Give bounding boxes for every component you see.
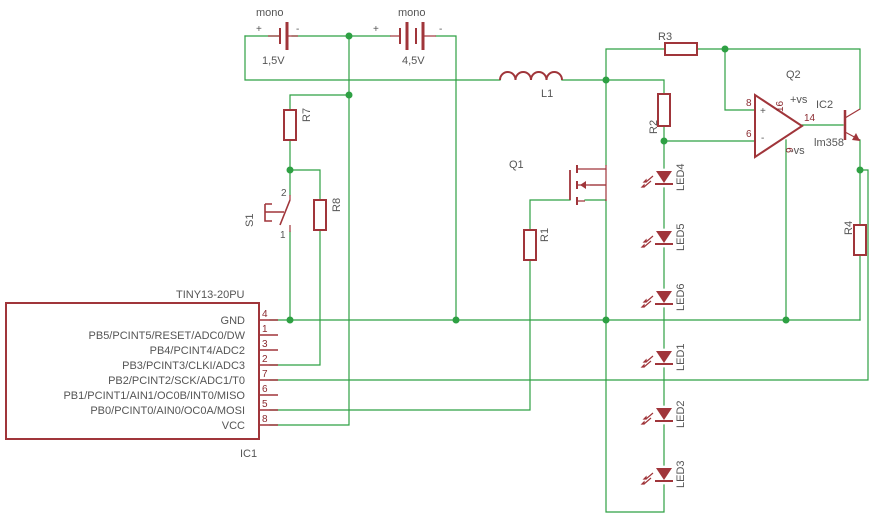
ic1-pin: PB4/PCINT4/ADC2 3 <box>150 339 278 357</box>
opamp-ic2: + - 8 6 14 16 9 +vs -vs IC2 lm358 <box>746 93 844 159</box>
ic1-pin: PB5/PCINT5/RESET/ADC0/DW 1 <box>89 324 278 342</box>
led-label: LED1 <box>675 343 687 371</box>
led-led4: LED4 <box>640 163 687 191</box>
ic1-pin-number: 2 <box>262 354 268 365</box>
battery-2-value: 4,5V <box>402 55 425 67</box>
ic1-pin: VCC 8 <box>222 414 278 432</box>
battery-1-value: 1,5V <box>262 55 285 67</box>
battery-1-plus: + <box>256 24 262 35</box>
transistor-q2: Q2 <box>786 69 861 141</box>
led-label: LED4 <box>675 163 687 191</box>
led-label: LED3 <box>675 460 687 488</box>
mosfet-q1-label: Q1 <box>509 159 524 171</box>
ic1-pin-number: 4 <box>262 309 268 320</box>
opamp-plus-sign: + <box>760 106 766 117</box>
opamp-pin-plus: 8 <box>746 98 752 109</box>
ic1-name-label: IC1 <box>240 448 257 460</box>
opamp-pin-vs: 16 <box>775 100 786 112</box>
opamp-name: IC2 <box>816 99 833 111</box>
mosfet-q1: Q1 <box>509 159 607 205</box>
ic1-pin-label: PB3/PCINT3/CLKI/ADC3 <box>122 360 245 372</box>
ic1-pin: PB0/PCINT0/AIN0/OC0A/MOSI 5 <box>90 399 278 417</box>
resistor-r7-label: R7 <box>301 108 313 122</box>
ic1-pin-number: 6 <box>262 384 268 395</box>
resistor-r2: R2 <box>648 93 671 134</box>
ic1-part-label: TINY13-20PU <box>176 289 245 301</box>
ic1-pin: PB1/PCINT1/AIN1/OC0B/INT0/MISO 6 <box>63 384 278 402</box>
resistor-r1: R1 <box>523 228 551 261</box>
ic1-pin-label: PB0/PCINT0/AIN0/OC0A/MOSI <box>90 405 245 417</box>
ic1-pin: PB2/PCINT2/SCK/ADC1/T0 7 <box>108 369 278 387</box>
opamp-part: lm358 <box>814 137 844 149</box>
opamp-pin-out: 14 <box>804 113 816 124</box>
resistor-r4-label: R4 <box>843 221 855 235</box>
ic1-pin-number: 8 <box>262 414 268 425</box>
ic1-pin-label: PB1/PCINT1/AIN1/OC0B/INT0/MISO <box>63 390 245 402</box>
resistor-r2-label: R2 <box>648 120 660 134</box>
opamp-minus-sign: - <box>761 133 764 144</box>
ic1-pin-number: 5 <box>262 399 268 410</box>
led-led1: LED1 <box>640 343 687 371</box>
opamp-pin-gnd: 9 <box>785 147 796 153</box>
led-led2: LED2 <box>640 400 687 428</box>
led-label: LED5 <box>675 223 687 251</box>
led-led3: LED3 <box>640 460 687 488</box>
led-label: LED6 <box>675 283 687 311</box>
ic1-pin-number: 3 <box>262 339 268 350</box>
microcontroller-ic1: TINY13-20PU IC1 GND 4PB5/PCINT5/RESET/ADC… <box>5 289 278 460</box>
ic1-pin-number: 1 <box>262 324 268 335</box>
switch-s1-label: S1 <box>244 214 256 227</box>
opamp-vminus-label: -vs <box>790 145 805 157</box>
led-label: LED2 <box>675 400 687 428</box>
inductor-l1: L1 <box>499 71 563 100</box>
resistor-r1-label: R1 <box>539 228 551 242</box>
ic1-pin: PB3/PCINT3/CLKI/ADC3 2 <box>122 354 278 372</box>
led-led6: LED6 <box>640 283 687 311</box>
transistor-q2-label: Q2 <box>786 69 801 81</box>
junction-dots <box>286 32 864 324</box>
ic1-pin-label: PB5/PCINT5/RESET/ADC0/DW <box>89 330 246 342</box>
ic1-pin-label: VCC <box>222 420 245 432</box>
switch-s1-pin1: 1 <box>280 230 286 241</box>
resistor-r8-label: R8 <box>331 198 343 212</box>
switch-s1: S1 1 2 <box>244 188 291 241</box>
resistor-r8: R8 <box>313 198 343 231</box>
switch-s1-pin2: 2 <box>281 188 287 199</box>
inductor-l1-label: L1 <box>541 88 553 100</box>
resistor-r3: R3 <box>658 31 698 56</box>
battery-2-minus: - <box>439 24 442 35</box>
resistor-r7: R7 <box>283 108 313 141</box>
battery-1-name: mono <box>256 7 284 19</box>
battery-1-minus: - <box>296 24 299 35</box>
led-led5: LED5 <box>640 223 687 251</box>
ic1-pin-label: PB4/PCINT4/ADC2 <box>150 345 245 357</box>
resistor-r3-label: R3 <box>658 31 672 43</box>
battery-2: mono 4,5V + - <box>373 7 442 67</box>
wires <box>244 35 869 513</box>
ic1-pin-number: 7 <box>262 369 268 380</box>
resistor-r4: R4 <box>843 221 867 256</box>
battery-2-name: mono <box>398 7 426 19</box>
ic1-pin-label: GND <box>221 315 246 327</box>
ic1-pin-label: PB2/PCINT2/SCK/ADC1/T0 <box>108 375 245 387</box>
battery-1: mono 1,5V + - <box>256 7 299 67</box>
opamp-pin-minus: 6 <box>746 129 752 140</box>
battery-2-plus: + <box>373 24 379 35</box>
ic1-pin: GND 4 <box>221 309 278 327</box>
opamp-vplus-label: +vs <box>790 94 808 106</box>
